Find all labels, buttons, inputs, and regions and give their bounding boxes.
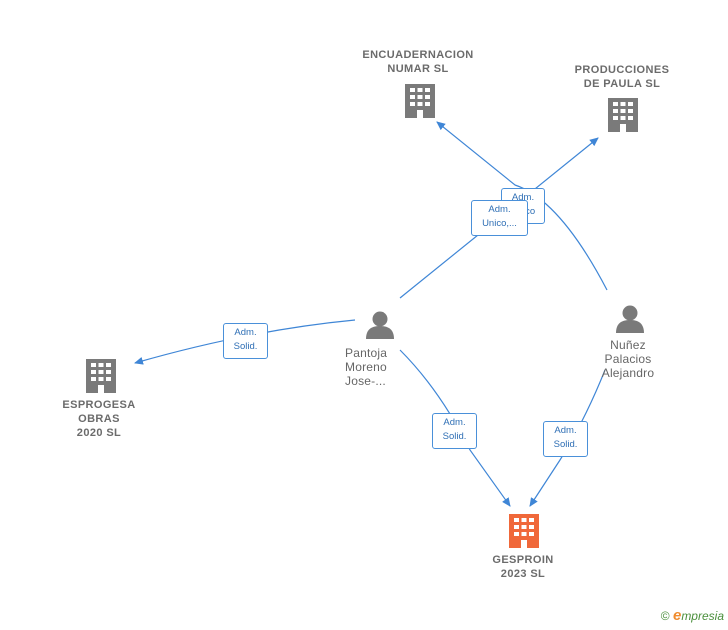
building-icon[interactable]: [608, 98, 638, 132]
building-icon[interactable]: [86, 359, 116, 393]
edge-label-pantoja-gesproin[interactable]: Adm. Solid.: [432, 413, 477, 449]
edge-label-esprogesa[interactable]: Adm. Solid.: [223, 323, 268, 359]
person-icon[interactable]: [616, 305, 644, 334]
edge-nunez-to-encuadernacion: [436, 121, 608, 291]
building-icon[interactable]: [509, 514, 539, 548]
edge-label-nunez-gesproin[interactable]: Adm. Solid.: [543, 421, 588, 457]
brand-name: mpresia: [681, 609, 724, 623]
node-pantoja[interactable]: Pantoja Moreno Jose-...: [345, 346, 409, 388]
person-icon[interactable]: [366, 311, 394, 340]
person-name: Pantoja Moreno Jose-...: [345, 346, 388, 388]
node-nunez[interactable]: Nuñez Palacios Alejandro: [588, 338, 668, 380]
empresia-logo: © empresia: [661, 607, 724, 624]
node-gesproin[interactable]: GESPROIN 2023 SL: [468, 553, 578, 581]
node-producciones[interactable]: PRODUCCIONES DE PAULA SL: [556, 63, 688, 91]
brand-e: e: [672, 607, 682, 624]
building-icon[interactable]: [405, 84, 435, 118]
company-name: PRODUCCIONES DE PAULA SL: [574, 64, 670, 90]
edge-label-adm-unico-front[interactable]: Adm. Unico,...: [471, 200, 528, 236]
company-name: ENCUADERNACION NUMAR SL: [362, 49, 474, 75]
node-esprogesa[interactable]: ESPROGESA OBRAS 2020 SL: [44, 398, 154, 440]
company-name: ESPROGESA OBRAS 2020 SL: [62, 399, 136, 439]
company-name: GESPROIN 2023 SL: [492, 554, 554, 580]
person-name: Nuñez Palacios Alejandro: [601, 338, 655, 380]
copyright-icon: ©: [660, 609, 670, 623]
node-encuadernacion[interactable]: ENCUADERNACION NUMAR SL: [348, 48, 488, 76]
